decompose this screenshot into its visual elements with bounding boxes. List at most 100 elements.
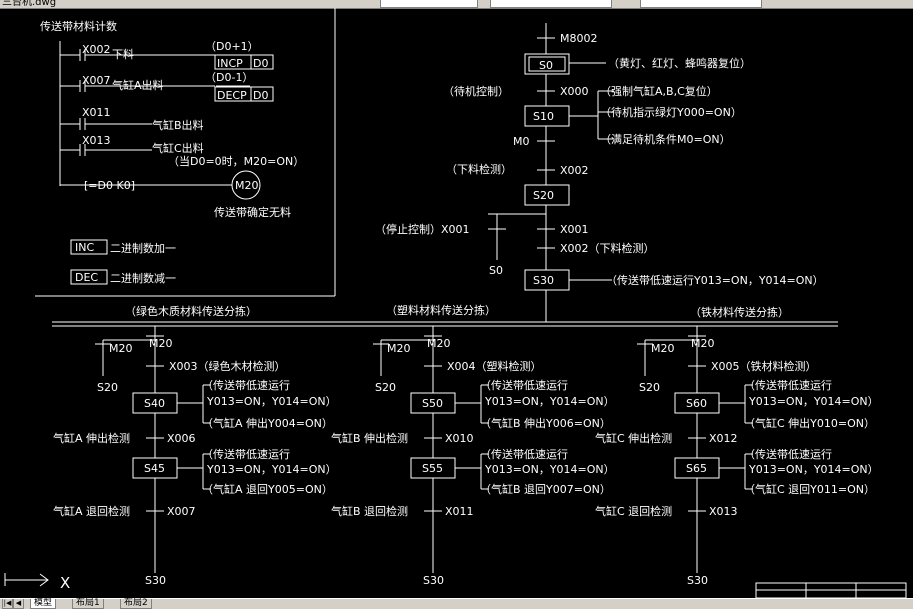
feed-detect-label: （下料检测）	[446, 162, 512, 176]
run-action-1: （传送带低速运行	[480, 378, 568, 392]
branch-2	[373, 326, 489, 573]
extend-detect-label: 气缸C 伸出检测	[595, 431, 672, 445]
run-action-2: Y013=ON，Y014=ON）	[206, 395, 337, 408]
step-run-label: S50	[422, 397, 443, 410]
step-return-label: S45	[144, 462, 165, 475]
trans-extend: X006	[167, 432, 196, 445]
trans-x001: X001	[560, 223, 589, 236]
step-run-label: S40	[144, 397, 165, 410]
branch-a-title: （绿色木质材料传送分拣）	[125, 304, 257, 318]
label-qigang-c-out: 气缸C出料	[152, 141, 204, 155]
inc-box-label: INC	[75, 241, 94, 254]
trans-return: X011	[445, 505, 474, 518]
stop-ctrl-label: （停止控制）X001	[375, 222, 470, 236]
cylinder-out-action: （气缸C 伸出Y010=ON）	[744, 416, 875, 430]
jump-s0: S0	[489, 264, 503, 277]
trans-x002-detect: X002（下料检测）	[560, 241, 655, 255]
contact-m20-bar: M20	[149, 337, 173, 350]
run-action-2: Y013=ON，Y014=ON）	[484, 395, 615, 408]
jump-m20: M20	[109, 342, 133, 355]
label-qigang-b-out: 气缸B出料	[152, 118, 204, 132]
return-detect-label: 气缸C 退回检测	[595, 504, 672, 518]
dec-description: 二进制数减一	[110, 272, 176, 285]
label-d0m1: （D0-1）	[205, 71, 253, 84]
cylinder-return-action: （气缸A 退回Y005=ON）	[202, 482, 333, 496]
return-detect-label: 气缸A 退回检测	[53, 504, 130, 518]
cylinder-out-action: （气缸A 伸出Y004=ON）	[202, 416, 333, 430]
condition-note: （当D0=0时，M20=ON）	[168, 154, 304, 168]
contact-m20-bar: M20	[427, 337, 451, 350]
coil-m20: M20	[235, 179, 259, 192]
incp-instruction: INCP	[217, 57, 243, 70]
lineweight-dropdown[interactable]	[640, 0, 762, 8]
contact-x002: X002	[82, 43, 111, 56]
trans-x002: X002	[560, 164, 589, 177]
branch-b-title: （塑料材料传送分拣）	[386, 303, 496, 317]
ret-run-action-2: Y013=ON，Y014=ON）	[484, 463, 615, 476]
branch-c-title: （铁材料传送分拣）	[690, 305, 789, 319]
trans-return: X013	[709, 505, 738, 518]
counting-ladder-panel	[35, 8, 336, 297]
contact-x013: X013	[82, 134, 111, 147]
title-block	[755, 582, 907, 598]
panel-title: 传送带材料计数	[40, 19, 117, 33]
run-action-1: （传送带低速运行	[202, 378, 290, 392]
drawing-canvas[interactable]: 传送带材料计数 X002 下料 （D0+1） INCP D0 X007 气缸A出…	[0, 8, 913, 598]
step-s30-label: S30	[533, 274, 554, 287]
trans-x000: X000	[560, 85, 589, 98]
init-m8002: M8002	[560, 32, 598, 45]
step-return-label: S55	[422, 462, 443, 475]
run-action-1: （传送带低速运行	[744, 378, 832, 392]
jump-s30: S30	[145, 574, 166, 587]
trans-extend: X010	[445, 432, 474, 445]
layout-tabs: |◀ ◀ 模型 布局1 布局2	[0, 598, 913, 609]
cylinder-out-action: （气缸B 伸出Y006=ON）	[480, 416, 611, 430]
branch-3	[637, 326, 753, 573]
standby-ctrl-label: （待机控制）	[443, 84, 509, 98]
extend-detect-label: 气缸B 伸出检测	[331, 431, 408, 445]
step-s20[interactable]	[524, 184, 570, 206]
step-return-label: S65	[686, 462, 707, 475]
label-qigang-a-out: 气缸A出料	[112, 78, 164, 92]
trans-sensor: X004（塑料检测）	[447, 359, 542, 373]
jump-m20: M20	[387, 342, 411, 355]
decp-operand: D0	[253, 89, 268, 102]
dec-box-label: DEC	[75, 271, 98, 284]
jump-m20: M20	[651, 342, 675, 355]
contact-m20-bar: M20	[691, 337, 715, 350]
trans-return: X007	[167, 505, 196, 518]
s30-action: （传送带低速运行Y013=ON，Y014=ON）	[606, 273, 824, 287]
s10-action-2: （待机指示绿灯Y000=ON）	[600, 105, 742, 119]
jump-s30: S30	[687, 574, 708, 587]
incp-operand: D0	[253, 57, 268, 70]
ret-run-action-2: Y013=ON，Y014=ON）	[206, 463, 337, 476]
toolbar: 三台机.dwg	[0, 0, 913, 9]
m20-description: 传送带确定无料	[214, 205, 291, 219]
extend-detect-label: 气缸A 伸出检测	[53, 431, 130, 445]
branch-1	[95, 326, 211, 573]
cylinder-return-action: （气缸C 退回Y011=ON）	[744, 482, 875, 496]
sorting-branches	[95, 326, 753, 573]
s10-action-1: （强制气缸A,B,C复位）	[600, 84, 718, 98]
step-s0-label: S0	[539, 59, 553, 72]
run-action-2: Y013=ON，Y014=ON）	[748, 395, 879, 408]
ret-run-action-1: （传送带低速运行	[744, 447, 832, 461]
jump-s20: S20	[375, 381, 396, 394]
ucs-icon	[4, 573, 49, 587]
step-run-label: S60	[686, 397, 707, 410]
layer-dropdown[interactable]	[380, 0, 478, 8]
trans-sensor: X005（铁材料检测）	[711, 359, 817, 373]
ret-run-action-2: Y013=ON，Y014=ON）	[748, 463, 879, 476]
step-s20-label: S20	[533, 189, 554, 202]
linetype-dropdown[interactable]	[490, 0, 612, 8]
s0-action: （黄灯、红灯、蜂鸣器复位）	[608, 56, 751, 70]
contact-x007: X007	[82, 74, 111, 87]
main-sfc	[52, 23, 838, 327]
ret-run-action-1: （传送带低速运行	[202, 447, 290, 461]
label-xialiao: 下料	[112, 47, 134, 61]
jump-s20: S20	[97, 381, 118, 394]
s10-action-3: （满足待机条件M0=ON）	[600, 132, 731, 146]
return-detect-label: 气缸B 退回检测	[331, 504, 408, 518]
trans-m0: M0	[513, 135, 530, 148]
step-s0[interactable]	[524, 53, 570, 75]
